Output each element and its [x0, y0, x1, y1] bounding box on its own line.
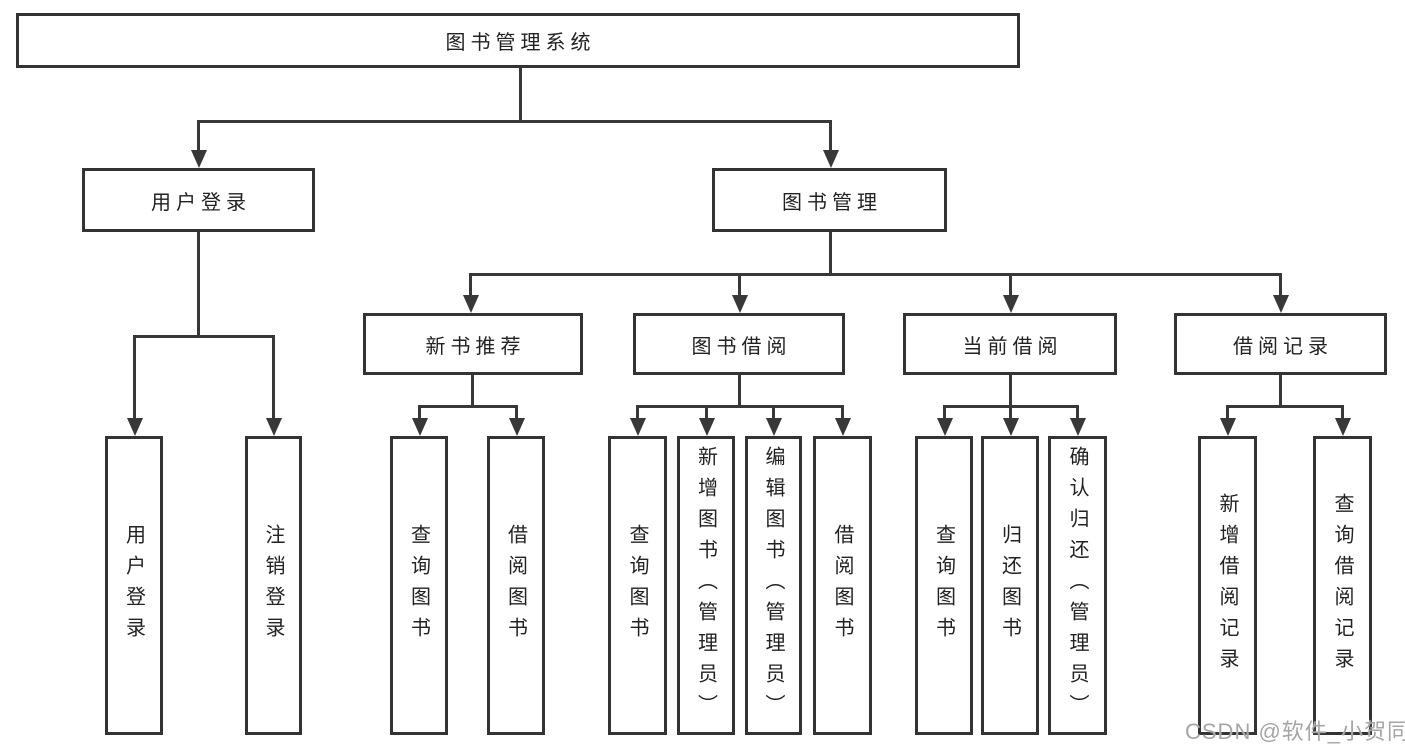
- connector-arrow-down: [515, 405, 518, 418]
- leaf-user-login: 用户登录: [105, 436, 163, 735]
- connector-arrow-down: [1009, 273, 1012, 295]
- connector-user-login-splitter: [133, 335, 275, 338]
- connector-arrow-down: [197, 120, 200, 150]
- connector-records-stem: [1279, 375, 1282, 405]
- node-current-borrowing: 当前借阅: [903, 313, 1117, 375]
- connector-arrow-down: [705, 405, 708, 418]
- connector-arrow-down: [1341, 405, 1344, 418]
- csdn-watermark: CSDN @软件_小贺同学: [1185, 719, 1405, 744]
- node-book-management-system: 图书管理系统: [16, 13, 1020, 68]
- connector-arrow-down: [469, 273, 472, 295]
- connector-arrow-down: [841, 405, 844, 418]
- connector-recommend-splitter: [418, 405, 518, 408]
- leaf-current-query-books: 查询图书: [915, 436, 973, 735]
- connector-arrow-down: [829, 120, 832, 150]
- leaf-borrowing-add-books-admin: 新增图书（管理员）: [677, 436, 735, 735]
- node-user-login: 用户登录: [82, 168, 315, 232]
- leaf-current-return-books: 归还图书: [981, 436, 1039, 735]
- connector-borrowing-splitter: [636, 405, 844, 408]
- connector-arrow-down: [738, 273, 741, 295]
- node-new-book-recommendation: 新书推荐: [363, 313, 583, 375]
- connector-arrow-down: [772, 405, 775, 418]
- connector-arrow-down: [133, 335, 136, 418]
- connector-arrow-down: [636, 405, 639, 418]
- leaf-borrowing-borrow-books: 借阅图书: [813, 436, 872, 735]
- leaf-records-query-borrow-record: 查询借阅记录: [1313, 436, 1372, 735]
- leaf-borrowing-query-books: 查询图书: [608, 436, 667, 735]
- leaf-recommend-borrow-books: 借阅图书: [487, 436, 545, 735]
- leaf-logout: 注销登录: [245, 436, 302, 735]
- leaf-current-confirm-return-admin: 确认归还（管理员）: [1048, 436, 1107, 735]
- connector-level2-splitter: [197, 120, 832, 123]
- connector-root-stem: [519, 68, 522, 120]
- connector-arrow-down: [272, 335, 275, 418]
- connector-arrow-down: [418, 405, 421, 418]
- leaf-borrowing-edit-books-admin: 编辑图书（管理员）: [745, 436, 802, 735]
- connector-level3-splitter: [469, 273, 1282, 276]
- connector-current-stem: [1009, 375, 1012, 405]
- node-borrowing-records: 借阅记录: [1174, 313, 1387, 375]
- node-book-borrowing: 图书借阅: [633, 313, 845, 375]
- connector-recommend-stem: [471, 375, 474, 405]
- connector-book-mgmt-stem: [829, 232, 832, 273]
- connector-records-splitter: [1226, 405, 1344, 408]
- connector-user-login-stem: [197, 232, 200, 335]
- connector-arrow-down: [1076, 405, 1079, 418]
- connector-arrow-down: [1279, 273, 1282, 295]
- connector-arrow-down: [943, 405, 946, 418]
- leaf-recommend-query-books: 查询图书: [390, 436, 448, 735]
- connector-arrow-down: [1226, 405, 1229, 418]
- node-book-management: 图书管理: [712, 168, 947, 232]
- connector-arrow-down: [1009, 405, 1012, 418]
- connector-borrowing-stem: [738, 375, 741, 405]
- leaf-records-add-borrow-record: 新增借阅记录: [1198, 436, 1257, 735]
